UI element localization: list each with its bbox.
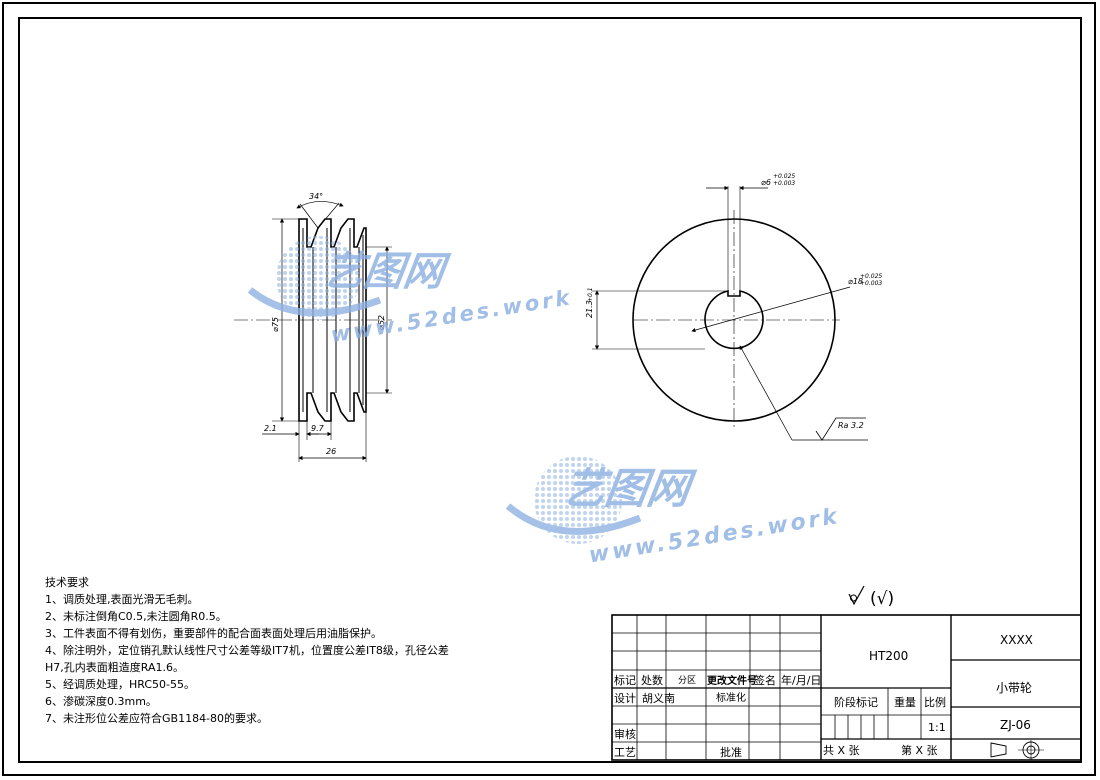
dim-bore-upper: +0.025 <box>860 273 882 280</box>
title-block <box>611 614 1082 761</box>
tech-note-5: 5、经调质处理，HRC50-55。 <box>45 678 196 691</box>
watermark-domain-center: www.52des.work <box>587 504 841 568</box>
dim-groove-dia: ⌀52 <box>377 315 386 330</box>
dim-keyway-depth-tol: +0.1 <box>587 287 594 302</box>
tb-standard: 标准化 <box>716 691 746 704</box>
tech-note-7: 7、未注形位公差应符合GB1184-80的要求。 <box>45 712 269 725</box>
tb-process: 工艺 <box>614 746 636 759</box>
roughness-ra: Ra 3.2 <box>838 421 864 430</box>
tb-stage: 阶段标记 <box>834 695 878 709</box>
tb-part-name: 小带轮 <box>996 681 1032 695</box>
tb-review: 审核 <box>614 727 636 741</box>
tb-date: 年/月/日 <box>781 673 821 687</box>
tech-note-4-cont: H7,孔内表面粗造度RA1.6。 <box>45 661 184 674</box>
tb-company: XXXX <box>1000 633 1033 647</box>
dim-left-offset: 2.1 <box>264 424 277 433</box>
dim-outer-dia: ⌀75 <box>271 317 280 332</box>
side-view-dimensions: 34° ⌀75 ⌀52 2.1 9.7 26 <box>264 192 386 456</box>
tech-note-3: 3、工件表面不得有划伤，重要部件的配合面表面处理后用油脂保护。 <box>45 627 382 640</box>
front-view <box>592 185 868 441</box>
dim-total-width: 26 <box>326 447 336 456</box>
general-roughness-symbol <box>848 585 865 606</box>
dim-key-width: ⌀6 <box>761 178 771 187</box>
tb-design: 设计 <box>614 692 636 705</box>
tb-count: 处数 <box>641 674 663 687</box>
drawing-border-inner <box>18 17 1082 763</box>
watermark-brand-top: 艺图网 <box>321 249 453 295</box>
tb-ratio: 比例 <box>924 695 946 709</box>
dim-key-width-upper: +0.025 <box>773 173 795 180</box>
tb-change-doc: 更改文件号 <box>707 674 757 687</box>
dim-key-width-lower: +0.003 <box>773 180 795 187</box>
dim-bore: ⌀18 <box>848 277 863 286</box>
dim-keyway-depth: 21.3 <box>585 300 594 318</box>
tb-sign: 签名 <box>754 673 776 687</box>
tb-approve: 批准 <box>720 745 742 759</box>
title-block-text: 标记 处数 分区 更改文件号 签名 年/月/日 设计 胡义南 标准化 审核 工艺… <box>614 633 1033 759</box>
tb-zone: 分区 <box>678 675 696 686</box>
tb-drawing-no: ZJ-06 <box>1000 718 1031 732</box>
dim-groove-angle: 34° <box>309 192 323 201</box>
watermark-center: 艺图网 www.52des.work <box>505 456 842 568</box>
tb-scale: 1:1 <box>928 721 946 734</box>
front-view-dimensions: ⌀6 +0.025 +0.003 ⌀18 +0.025 +0.003 21.3 … <box>585 173 882 430</box>
tech-note-1: 1、调质处理,表面光滑无毛刺。 <box>45 593 199 606</box>
tb-sheet: 第 X 张 <box>901 743 938 757</box>
tb-mark: 标记 <box>614 673 636 687</box>
general-roughness-text: (√) <box>870 589 894 609</box>
tech-note-2: 2、未标注倒角C0.5,未注圆角R0.5。 <box>45 610 227 623</box>
tb-weight: 重量 <box>894 695 916 709</box>
tb-total: 共 X 张 <box>823 744 860 757</box>
watermark-brand-center: 艺图网 <box>560 464 699 513</box>
tech-note-4: 4、除注明外，定位销孔默认线性尺寸公差等级IT7机，位置度公差IT8级，孔径公差 <box>45 644 449 657</box>
dim-groove-pitch: 9.7 <box>311 424 325 433</box>
tb-designer: 胡义南 <box>642 691 675 705</box>
tech-note-6: 6、渗碳深度0.3mm。 <box>45 695 157 708</box>
dim-bore-lower: +0.003 <box>860 280 882 287</box>
tb-material: HT200 <box>869 649 908 663</box>
tech-notes-title: 技术要求 <box>45 576 89 589</box>
